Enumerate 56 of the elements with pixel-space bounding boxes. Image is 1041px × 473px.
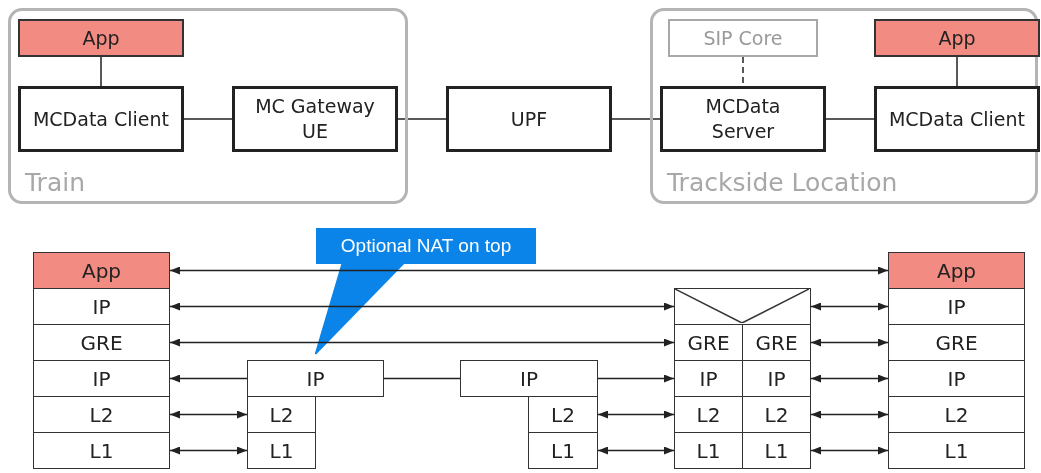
protocol-layer-cell: L1 <box>674 432 743 469</box>
protocol-layer-cell: App <box>888 252 1025 289</box>
group-label: Train <box>25 170 85 195</box>
empty-box <box>674 288 811 325</box>
arrow <box>169 302 675 311</box>
protocol-layer-cell: IP <box>460 360 598 397</box>
connector-line <box>183 118 233 120</box>
app-box: App <box>18 19 184 57</box>
callout-box: Optional NAT on top <box>316 228 536 264</box>
group-frame <box>650 8 1038 204</box>
protocol-layer-cell: L1 <box>888 432 1025 469</box>
component-box: MC Gateway UE <box>232 86 398 152</box>
arrow <box>169 410 248 419</box>
protocol-layer-cell: L2 <box>888 396 1025 433</box>
arrow <box>810 338 889 347</box>
component-box: MCData Client <box>18 86 184 152</box>
connector-line <box>825 118 875 120</box>
protocol-layer-cell: L1 <box>528 432 598 469</box>
group-label: Trackside Location <box>667 170 898 195</box>
arrow <box>810 374 889 383</box>
connector-line <box>611 118 661 120</box>
arrow <box>810 410 889 419</box>
arrow <box>597 374 675 383</box>
arrow <box>169 338 675 347</box>
connector-line <box>956 56 958 87</box>
callout-pointer <box>314 262 406 355</box>
protocol-layer-cell: IP <box>33 288 170 325</box>
protocol-layer-cell: L1 <box>247 432 316 469</box>
protocol-layer-cell: L2 <box>33 396 170 433</box>
protocol-layer-cell: L2 <box>247 396 316 433</box>
component-box: MCData Client <box>874 86 1040 152</box>
app-box: App <box>874 19 1040 57</box>
protocol-layer-cell: L2 <box>528 396 598 433</box>
protocol-layer-cell: IP <box>888 288 1025 325</box>
protocol-layer-cell: App <box>33 252 170 289</box>
protocol-layer-cell: L1 <box>33 432 170 469</box>
connector-line <box>397 118 447 120</box>
arrow <box>597 410 675 419</box>
connector-line <box>383 377 461 380</box>
component-box: UPF <box>446 86 612 152</box>
protocol-layer-cell: L1 <box>742 432 811 469</box>
component-box: SIP Core <box>668 19 818 57</box>
protocol-layer-cell: GRE <box>888 324 1025 361</box>
protocol-layer-cell: GRE <box>33 324 170 361</box>
arrow <box>169 446 248 455</box>
arrow <box>597 446 675 455</box>
arrow <box>169 266 889 275</box>
arrow <box>169 374 248 383</box>
arrow <box>810 302 889 311</box>
group-frame <box>8 8 408 204</box>
protocol-layer-cell: IP <box>888 360 1025 397</box>
component-box: MCData Server <box>660 86 826 152</box>
protocol-layer-cell: IP <box>247 360 384 397</box>
connector-line <box>100 56 102 87</box>
protocol-layer-cell: IP <box>33 360 170 397</box>
arrow <box>810 446 889 455</box>
